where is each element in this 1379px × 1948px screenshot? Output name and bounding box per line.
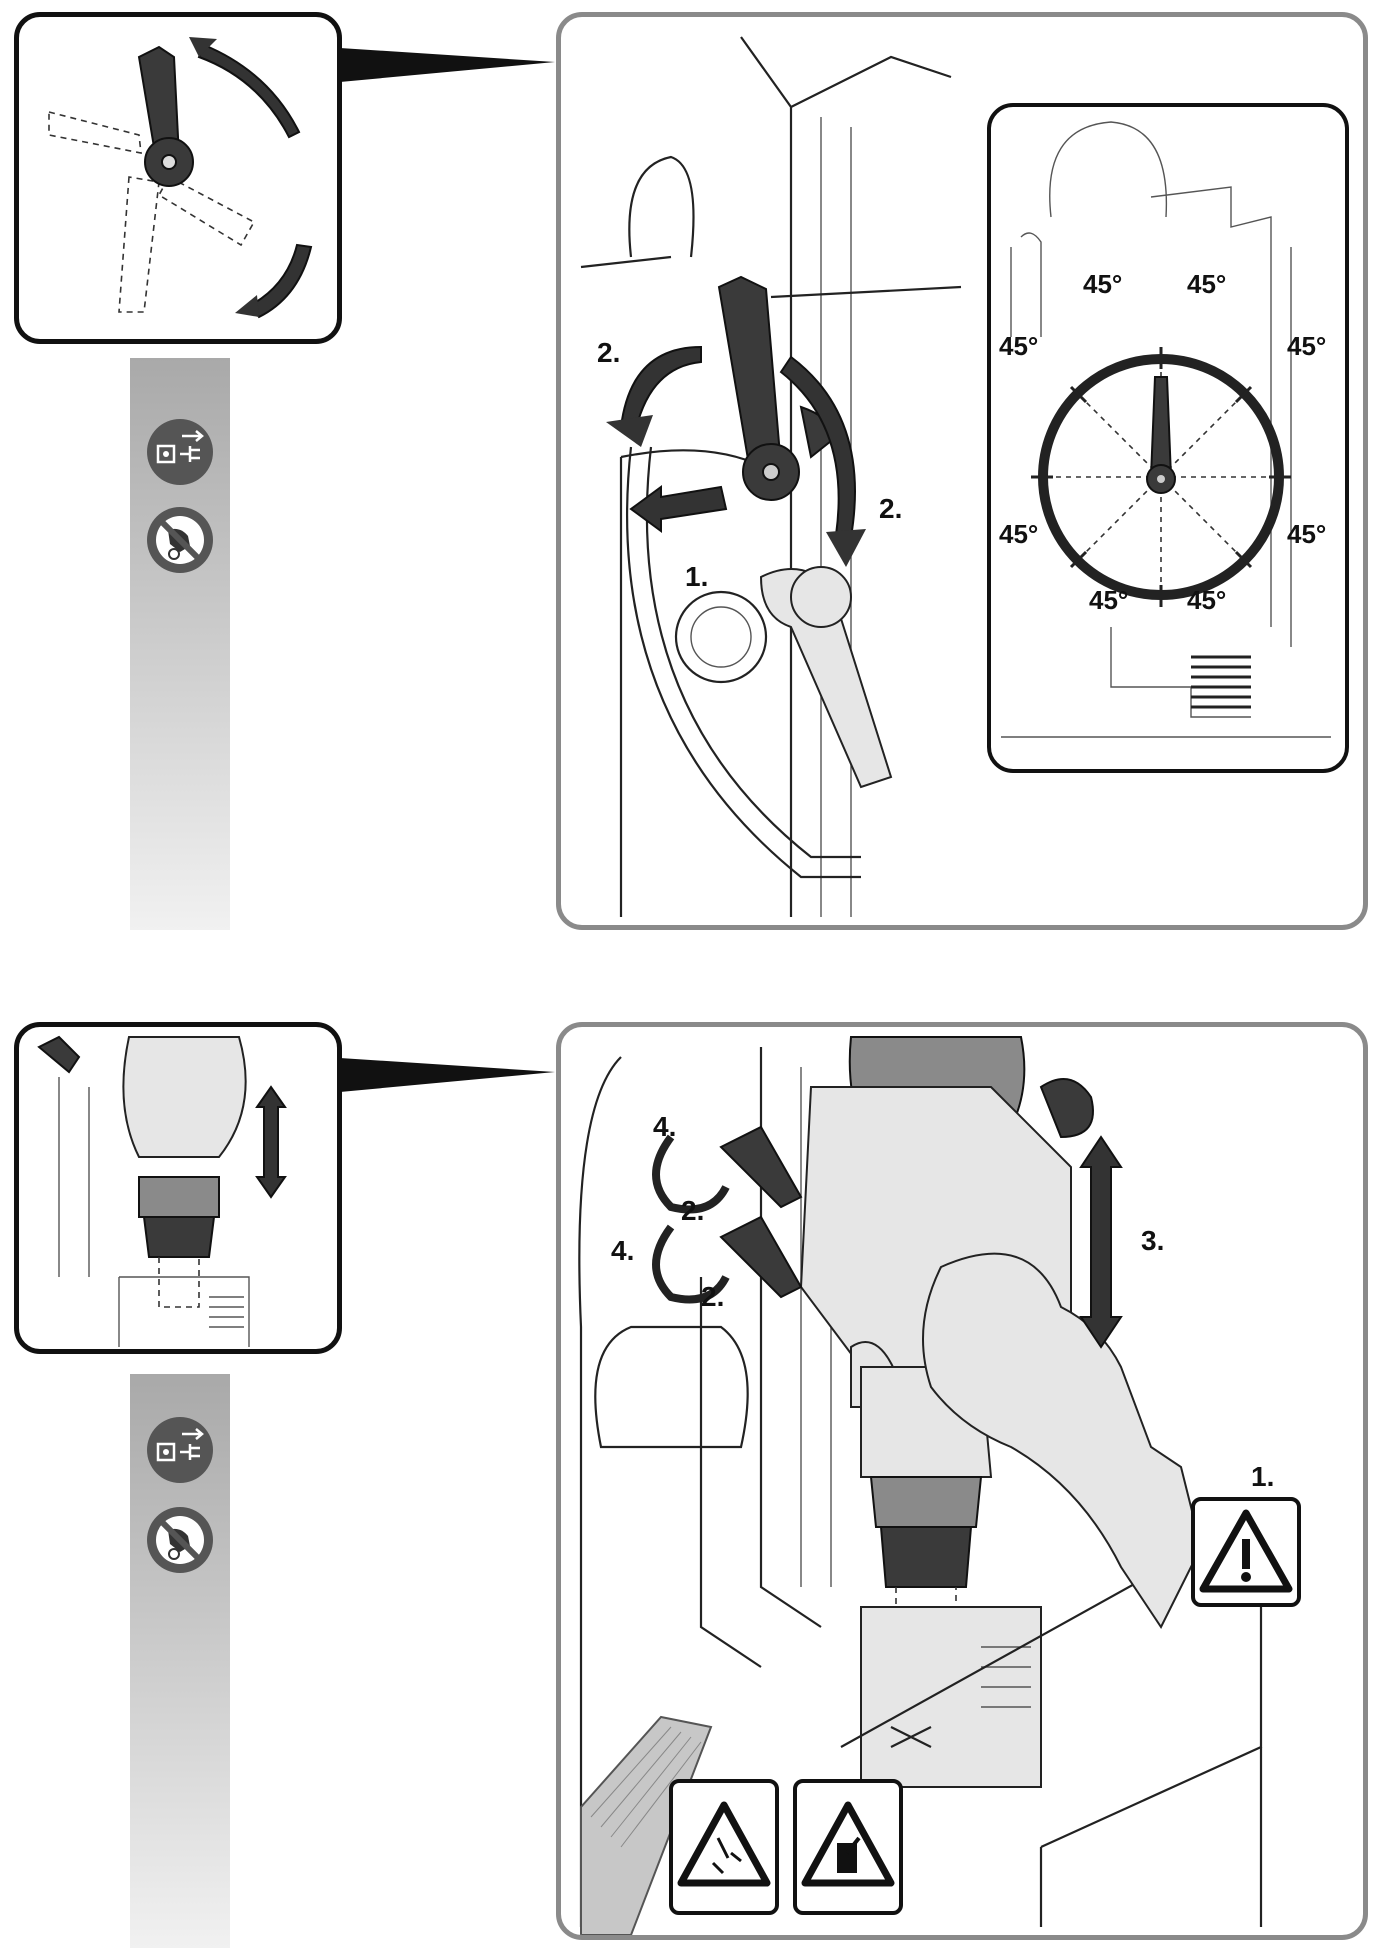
operator-hand: [922, 1252, 1203, 1629]
no-touch-rotating-icon: [147, 507, 213, 573]
flying-chips-warning-icon: [677, 1801, 771, 1887]
angle-label-top-left: 45°: [1083, 269, 1123, 299]
drill-feed-illustration: [578, 1036, 1263, 1935]
step-label-4-upper: 4.: [653, 1111, 677, 1142]
hand-crush-warning-icon: [801, 1801, 895, 1887]
bottom-inset-panel: [14, 1022, 342, 1354]
angle-label-top-right: 45°: [1187, 269, 1227, 299]
no-touch-rotating-icon-2: [147, 1507, 213, 1573]
angle-label-upper-right: 45°: [1287, 331, 1327, 361]
step-label-2-lower: 2.: [701, 1281, 725, 1312]
top-main-panel: 45° 45° 45° 45° 45° 45° 45° 45° 2. 2. 1.: [556, 12, 1368, 930]
step-label-3: 3.: [1141, 1225, 1165, 1256]
warning-sign-box: [1191, 1497, 1301, 1607]
angle-label-bottom-left: 45°: [1089, 585, 1129, 615]
angle-label-lower-right: 45°: [1287, 519, 1327, 549]
angle-label-bottom-right: 45°: [1187, 585, 1227, 615]
arrow-rotate-left: [619, 345, 702, 431]
step-label-1-bottom: 1.: [1251, 1461, 1275, 1492]
callout-wedge-bottom: [340, 1058, 555, 1092]
unplug-power-icon: [147, 419, 213, 485]
angle-label-lower-left: 45°: [999, 519, 1039, 549]
angle-label-upper-left: 45°: [999, 331, 1039, 361]
vertical-move-arrow: [255, 1085, 287, 1199]
top-inset-panel: [14, 12, 342, 344]
arrow-pull-out: [629, 485, 728, 533]
upper-lever: [719, 1125, 803, 1209]
lever-angle-diagram: [1001, 121, 1331, 738]
crush-warning-box: [793, 1779, 903, 1915]
main-lever: [717, 275, 783, 479]
drill-feed-detail: [37, 1035, 287, 1347]
rotate-arrow-up: [197, 43, 301, 139]
safety-strip-bottom: [130, 1374, 230, 1948]
general-warning-icon: [1199, 1509, 1293, 1593]
rotate-arrow-down: [249, 243, 313, 319]
lever-rotation-detail: [48, 37, 313, 319]
safety-strip-top: [130, 358, 230, 930]
step-label-1: 1.: [685, 561, 709, 592]
step-label-2-right: 2.: [879, 493, 903, 524]
feed-arrow: [1079, 1135, 1123, 1349]
lower-lever: [719, 1215, 803, 1299]
step-label-4-lower: 4.: [611, 1235, 635, 1266]
dial-lever: [1149, 376, 1173, 478]
angle-detail-panel: 45° 45° 45° 45° 45° 45° 45° 45°: [987, 103, 1349, 773]
step-label-2-upper: 2.: [681, 1195, 705, 1226]
chips-warning-box: [669, 1779, 779, 1915]
drill-lever-illustration: [580, 36, 962, 917]
step-label-2-left: 2.: [597, 337, 621, 368]
callout-wedge-top: [340, 48, 555, 82]
unplug-power-icon-2: [147, 1417, 213, 1483]
bottom-main-panel: 4. 2. 4. 2. 3. 1.: [556, 1022, 1368, 1940]
